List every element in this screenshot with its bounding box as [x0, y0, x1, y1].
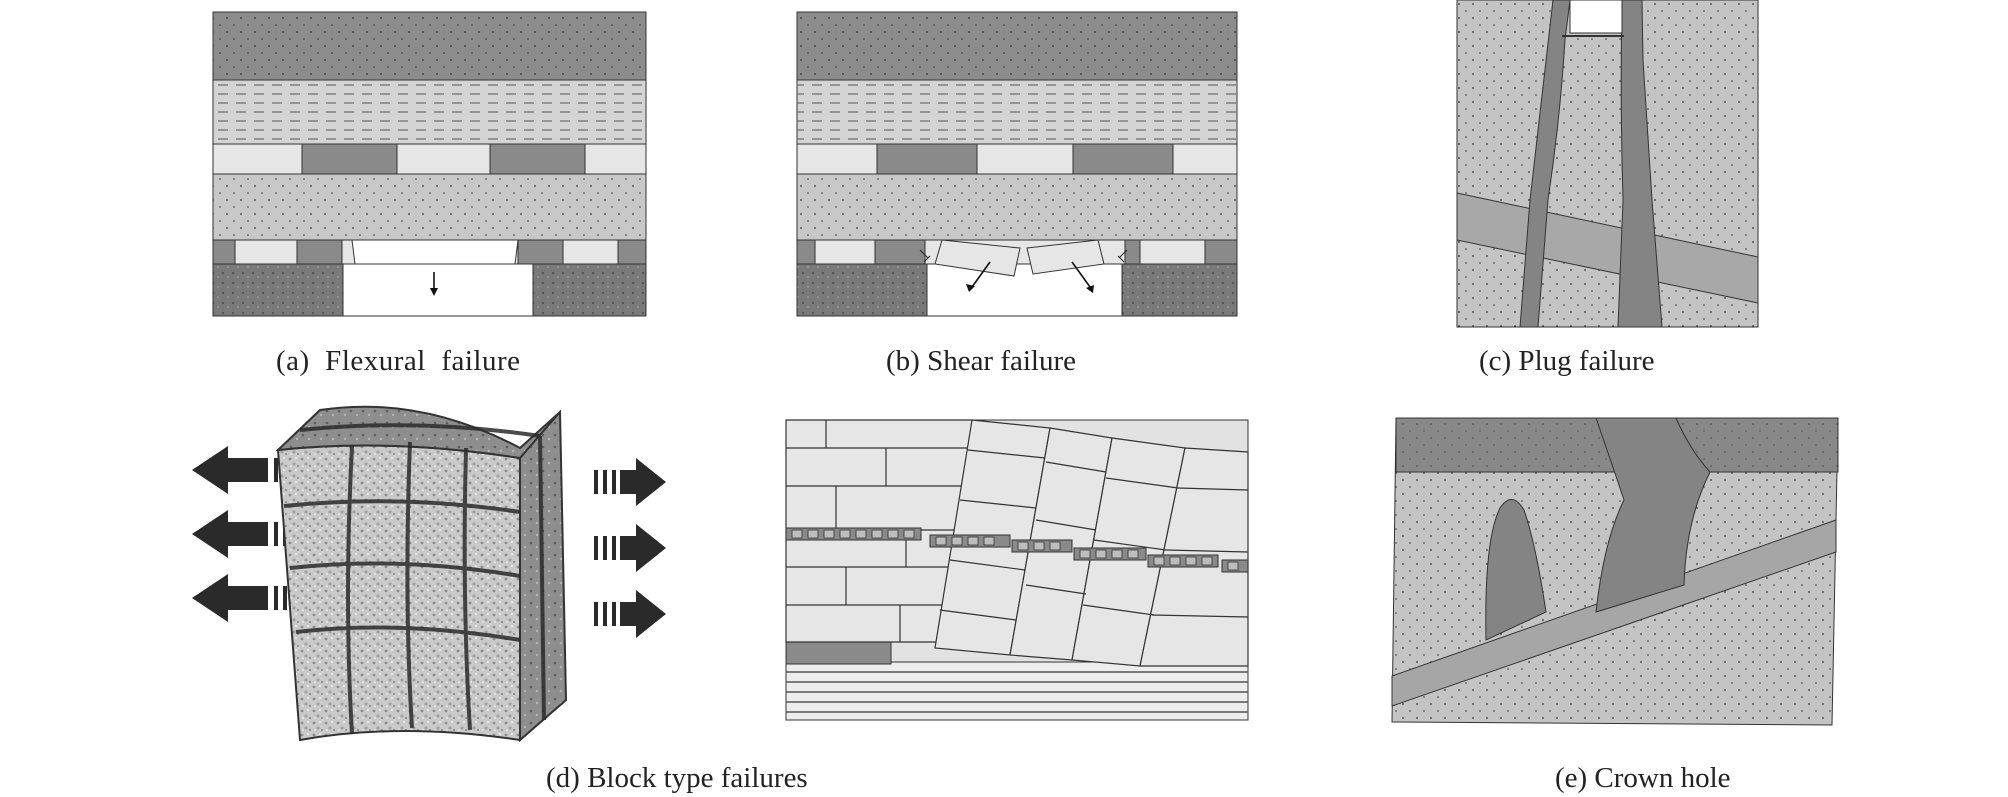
- panel-e-seam: [1391, 519, 1837, 707]
- panel-b-shear-failure: [796, 11, 1238, 317]
- panel-a-floor-left: [212, 263, 344, 317]
- panel-d-caption: (d) Block type failures: [546, 762, 808, 794]
- panel-a-flexural-failure: [212, 11, 647, 317]
- panel-b-arrow-left: [971, 261, 991, 288]
- panel-a-pillar-left: [301, 143, 398, 175]
- panel-a-pillar-right: [489, 143, 586, 175]
- panel-b-broken-block-right: [1026, 239, 1105, 275]
- panel-d-arrows-right: [594, 458, 666, 638]
- panel-d-seam-band: [785, 527, 1249, 573]
- panel-d-block-failure-section: [785, 419, 1249, 721]
- panel-d-block-failure-3d: [192, 405, 666, 743]
- panel-b-arrow-right: [1071, 261, 1091, 288]
- panel-e-caption: (e) Crown hole: [1555, 762, 1731, 794]
- panel-b-caption: (b) Shear failure: [886, 345, 1076, 377]
- panel-c-plug-failure: [1456, 0, 1759, 328]
- panel-d-cube-front: [276, 444, 521, 742]
- panel-c-caption: (c) Plug failure: [1479, 345, 1655, 377]
- panel-a-caption: (a) Flexural failure: [276, 345, 521, 377]
- panel-e-left-cavity: [1485, 499, 1547, 641]
- panel-c-fracture-left: [1519, 0, 1571, 328]
- panel-a-opening: [342, 263, 534, 317]
- panel-e-crown-hole-void: [1595, 417, 1711, 613]
- panel-c-fracture-right: [1617, 0, 1663, 328]
- panel-c-void: [1569, 0, 1623, 34]
- panel-b-broken-block-left: [934, 239, 1021, 277]
- panel-e-crown-hole: [1391, 417, 1839, 726]
- panel-a-floor-right: [532, 263, 647, 317]
